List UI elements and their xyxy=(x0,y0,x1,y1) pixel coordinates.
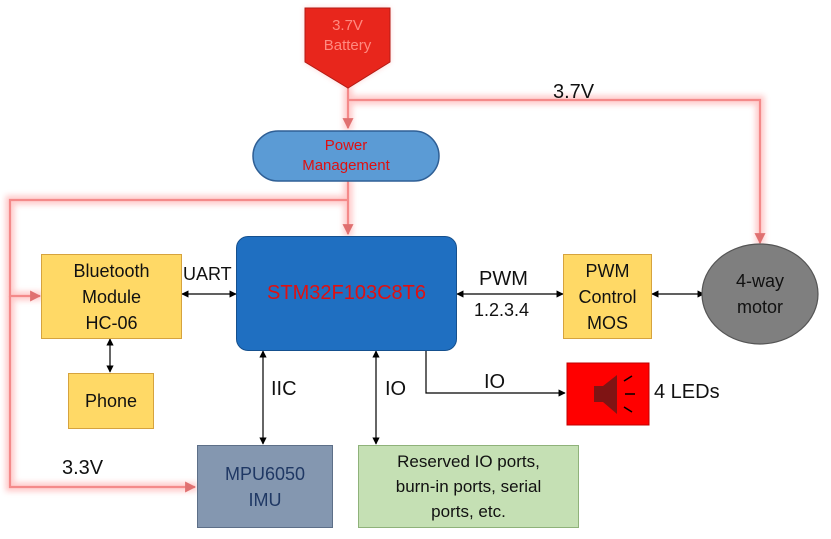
voltage-3v3-label: 3.3V xyxy=(62,457,104,479)
io-down-label: IO xyxy=(385,378,407,400)
voltage-3v7-label: 3.7V xyxy=(553,81,595,103)
power-management-shape xyxy=(252,130,440,182)
power-management-line2: Management xyxy=(302,157,390,174)
rail-3v7-to-motor xyxy=(348,98,766,245)
motor-label: 4-way motor xyxy=(735,271,784,317)
battery-voltage: 3.7V xyxy=(332,17,363,34)
motor-block: 4-way motor xyxy=(702,244,818,344)
power-management: Power Management xyxy=(253,131,439,181)
reserved-io-label: Reserved IO ports, burn-in ports, serial… xyxy=(395,452,542,521)
battery-name: Battery xyxy=(323,37,372,54)
leds-label: 4 LEDs xyxy=(654,381,720,403)
imu-block: MPU6050 IMU xyxy=(197,445,333,528)
reserved-io-block: Reserved IO ports, burn-in ports, serial… xyxy=(358,445,579,528)
battery-label: 3.7V Battery xyxy=(305,12,390,60)
pwm-label: PWM xyxy=(479,268,528,290)
io-right-label: IO xyxy=(484,371,506,393)
pwm-control-block: PWM Control MOS xyxy=(563,254,652,339)
power-management-line1: Power xyxy=(324,137,368,154)
battery-shape xyxy=(304,7,391,89)
rail-3v3-to-bluetooth xyxy=(8,198,348,302)
motor-shape xyxy=(701,243,819,345)
phone-label: Phone xyxy=(84,390,138,411)
imu-label: MPU6050 IMU xyxy=(224,463,306,510)
uart-label: UART xyxy=(183,264,232,284)
speaker-icon xyxy=(594,375,635,414)
bluetooth-label: Bluetooth Module HC-06 xyxy=(73,260,150,333)
power-rail xyxy=(8,88,766,493)
pwm-channels-label: 1.2.3.4 xyxy=(474,300,530,320)
mcu-block: STM32F103C8T6 xyxy=(236,236,457,351)
bluetooth-module: Bluetooth Module HC-06 xyxy=(41,254,182,339)
phone-block: Phone xyxy=(68,373,154,429)
rail-3v3-to-imu xyxy=(8,296,197,493)
io-leds-link xyxy=(425,351,566,397)
signal-links xyxy=(106,290,705,445)
iic-label: IIC xyxy=(271,378,297,400)
pwm-control-label: PWM Control MOS xyxy=(578,260,637,333)
mcu-label: STM32F103C8T6 xyxy=(267,282,426,304)
